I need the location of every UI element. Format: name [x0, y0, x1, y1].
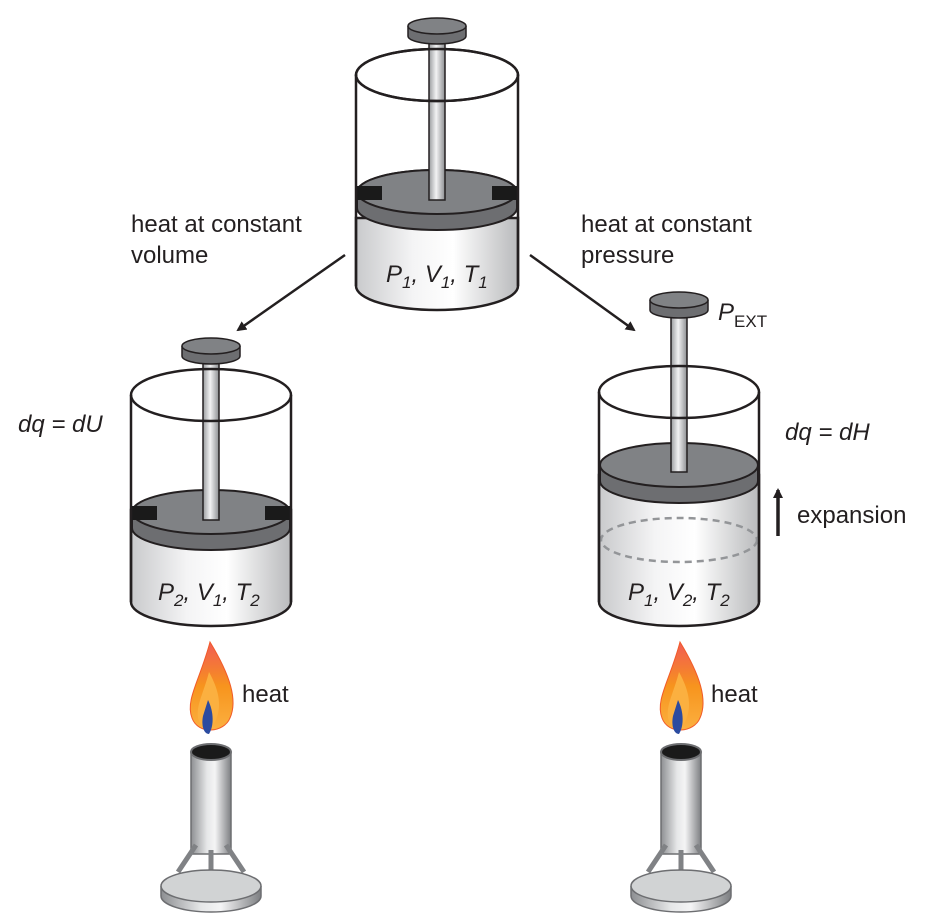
state-label-const-volume: P2, V1, T2 [158, 579, 260, 610]
label-heat-left: heat [242, 681, 289, 708]
cylinder-constant-volume [129, 337, 293, 628]
label-dq-du: dq = dU [18, 411, 103, 438]
label-heat-right: heat [711, 681, 758, 708]
previous-volume-outline [599, 516, 759, 564]
label-heat-constant-pressure: heat at constant pressure [581, 211, 758, 269]
state-label-initial: P1, V1, T1 [386, 261, 488, 292]
bunsen-burner-left [160, 640, 262, 913]
label-dq-dh: dq = dH [785, 419, 870, 446]
label-expansion: expansion [797, 502, 906, 529]
cylinder-constant-pressure [597, 291, 761, 628]
label-heat-constant-volume: heat at constant volume [131, 211, 308, 269]
arrow-icon-constant-pressure [529, 253, 636, 332]
label-p-ext: PEXT [718, 299, 767, 331]
arrow-icon-constant-volume [236, 253, 346, 332]
bunsen-burner-right [630, 640, 732, 913]
state-label-const-pressure: P1, V2, T2 [628, 579, 730, 610]
cylinder-initial [354, 17, 520, 312]
